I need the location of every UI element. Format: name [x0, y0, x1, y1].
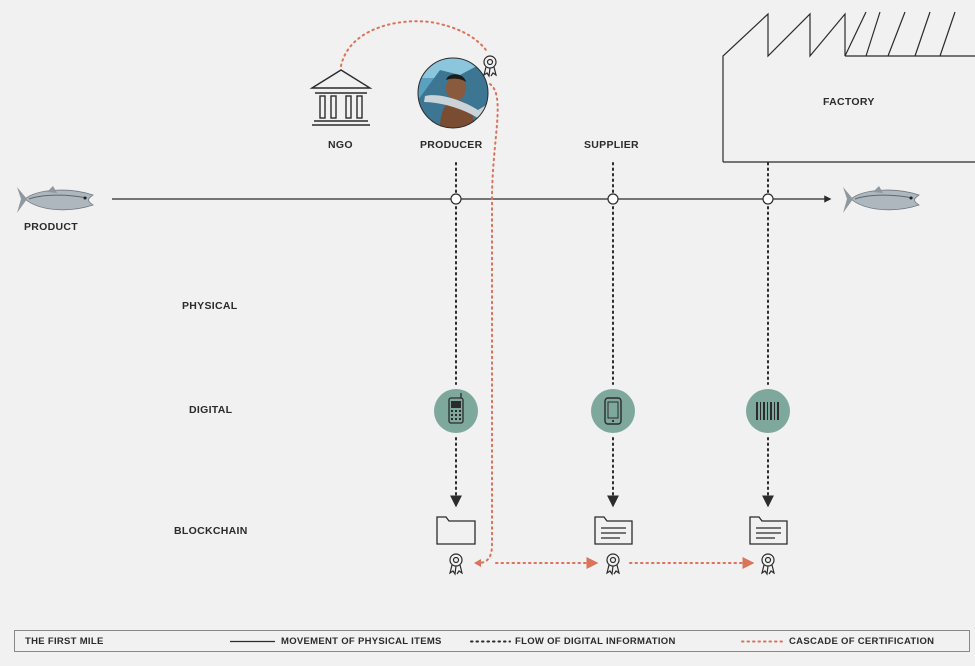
- producer-label: PRODUCER: [420, 139, 483, 151]
- producer-node: [450, 193, 462, 205]
- tuna-fish-icon-right: [843, 186, 920, 213]
- supplier-node: [607, 193, 619, 205]
- award-badge-icon-producer-top: [483, 55, 497, 78]
- award-badge-icon-producer: [449, 553, 463, 576]
- blockchain-layer-label: BLOCKCHAIN: [174, 525, 248, 537]
- bank-building-icon: [309, 69, 373, 126]
- legend-certification: CASCADE OF CERTIFICATION: [789, 636, 935, 647]
- certification-cascade: [340, 20, 755, 569]
- legend-digital-info: FLOW OF DIGITAL INFORMATION: [515, 636, 676, 647]
- producer-photo: [417, 57, 489, 129]
- product-label: PRODUCT: [24, 221, 79, 233]
- digital-info-flows: [450, 162, 774, 508]
- factory-outline: [722, 11, 975, 163]
- tuna-fish-icon-left: [17, 186, 94, 213]
- factory-node: [762, 193, 774, 205]
- certification-arrowhead-left: [474, 559, 481, 567]
- digital-layer-label: DIGITAL: [189, 404, 233, 416]
- award-badge-icon-supplier: [606, 553, 620, 576]
- folder-document-icon-supplier: [594, 516, 633, 545]
- feature-phone-icon: [434, 389, 478, 433]
- factory-label: FACTORY: [823, 96, 875, 108]
- award-badge-icon-factory: [761, 553, 775, 576]
- legend-swatches: [230, 640, 784, 643]
- physical-layer-label: PHYSICAL: [182, 300, 238, 312]
- legend-title: THE FIRST MILE: [25, 636, 104, 647]
- legend: THE FIRST MILE MOVEMENT OF PHYSICAL ITEM…: [14, 630, 970, 652]
- ngo-label: NGO: [328, 139, 353, 151]
- folder-document-icon-producer: [436, 516, 476, 545]
- smartphone-icon: [591, 389, 635, 433]
- flow-nodes: [450, 193, 774, 205]
- folder-document-icon-factory: [749, 516, 788, 545]
- supplier-label: SUPPLIER: [584, 139, 639, 151]
- legend-physical-items: MOVEMENT OF PHYSICAL ITEMS: [281, 636, 442, 647]
- barcode-icon: [746, 389, 790, 433]
